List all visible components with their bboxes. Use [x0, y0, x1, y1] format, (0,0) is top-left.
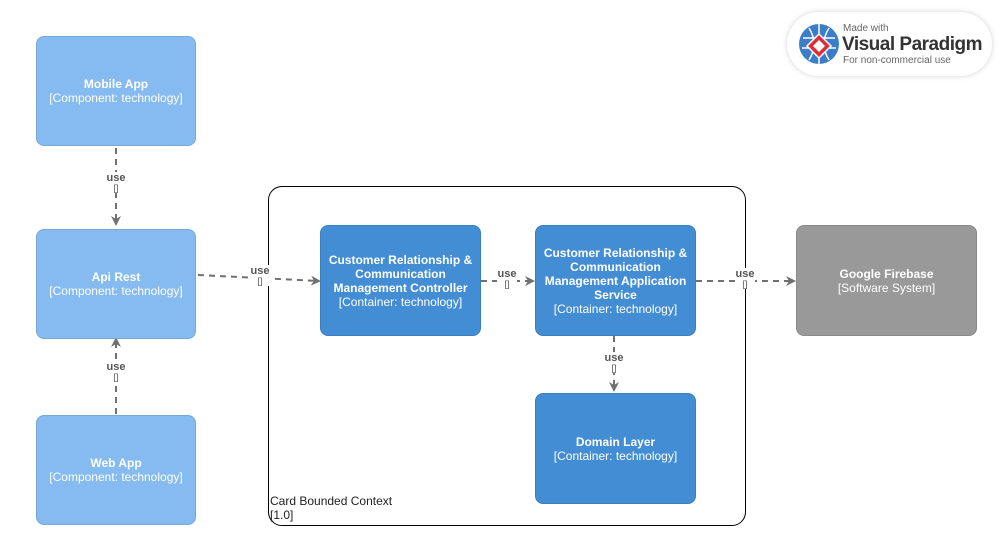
node-type: [Container: technology]: [553, 301, 678, 316]
node-domain-layer[interactable]: Domain Layer [Container: technology]: [535, 393, 696, 504]
node-type: [Container: technology]: [553, 448, 678, 463]
edge-label-service-firebase: use[]: [735, 268, 755, 289]
badge-license: For non-commercial use: [843, 55, 951, 66]
boundary-label: Card Bounded Context [1.0]: [270, 494, 392, 522]
edge-label-api-controller: use[]: [250, 265, 270, 286]
node-type: [Component: technology]: [49, 470, 183, 484]
edge-label-web-api: use[]: [106, 361, 126, 382]
bounded-context-boundary: [268, 186, 746, 526]
node-title: Web App: [90, 456, 142, 470]
edge-label-service-domain: use[]: [604, 352, 624, 373]
node-web-app[interactable]: Web App [Component: technology]: [36, 415, 196, 525]
boundary-name: Card Bounded Context: [270, 494, 393, 508]
badge-made-with: Made with: [843, 23, 889, 34]
node-title: Api Rest: [91, 270, 141, 284]
badge-brand: Visual Paradigm: [842, 34, 983, 55]
edge-label-controller-service: use[]: [497, 268, 517, 289]
node-type: [Component: technology]: [49, 284, 183, 298]
node-title: Customer Relationship & Communication Ma…: [328, 252, 473, 295]
node-title: Google Firebase: [839, 266, 934, 281]
node-type: [Component: technology]: [49, 91, 183, 105]
node-title: Customer Relationship & Communication Ma…: [543, 245, 688, 302]
edge-label-mobile-api: use[]: [106, 172, 126, 193]
node-google-firebase[interactable]: Google Firebase [Software System]: [796, 225, 977, 336]
node-title: Domain Layer: [575, 434, 656, 449]
node-crcm-app-service[interactable]: Customer Relationship & Communication Ma…: [535, 225, 696, 336]
node-title: Mobile App: [83, 77, 149, 91]
visual-paradigm-badge[interactable]: Made with Visual Paradigm For non-commer…: [787, 12, 992, 76]
visual-paradigm-logo-icon: [799, 24, 839, 64]
node-crcm-controller[interactable]: Customer Relationship & Communication Ma…: [320, 225, 481, 336]
node-type: [Container: technology]: [338, 294, 463, 309]
node-mobile-app[interactable]: Mobile App [Component: technology]: [36, 36, 196, 146]
node-api-rest[interactable]: Api Rest [Component: technology]: [36, 229, 196, 339]
boundary-version: [1.0]: [270, 508, 294, 522]
node-type: [Software System]: [837, 280, 936, 295]
